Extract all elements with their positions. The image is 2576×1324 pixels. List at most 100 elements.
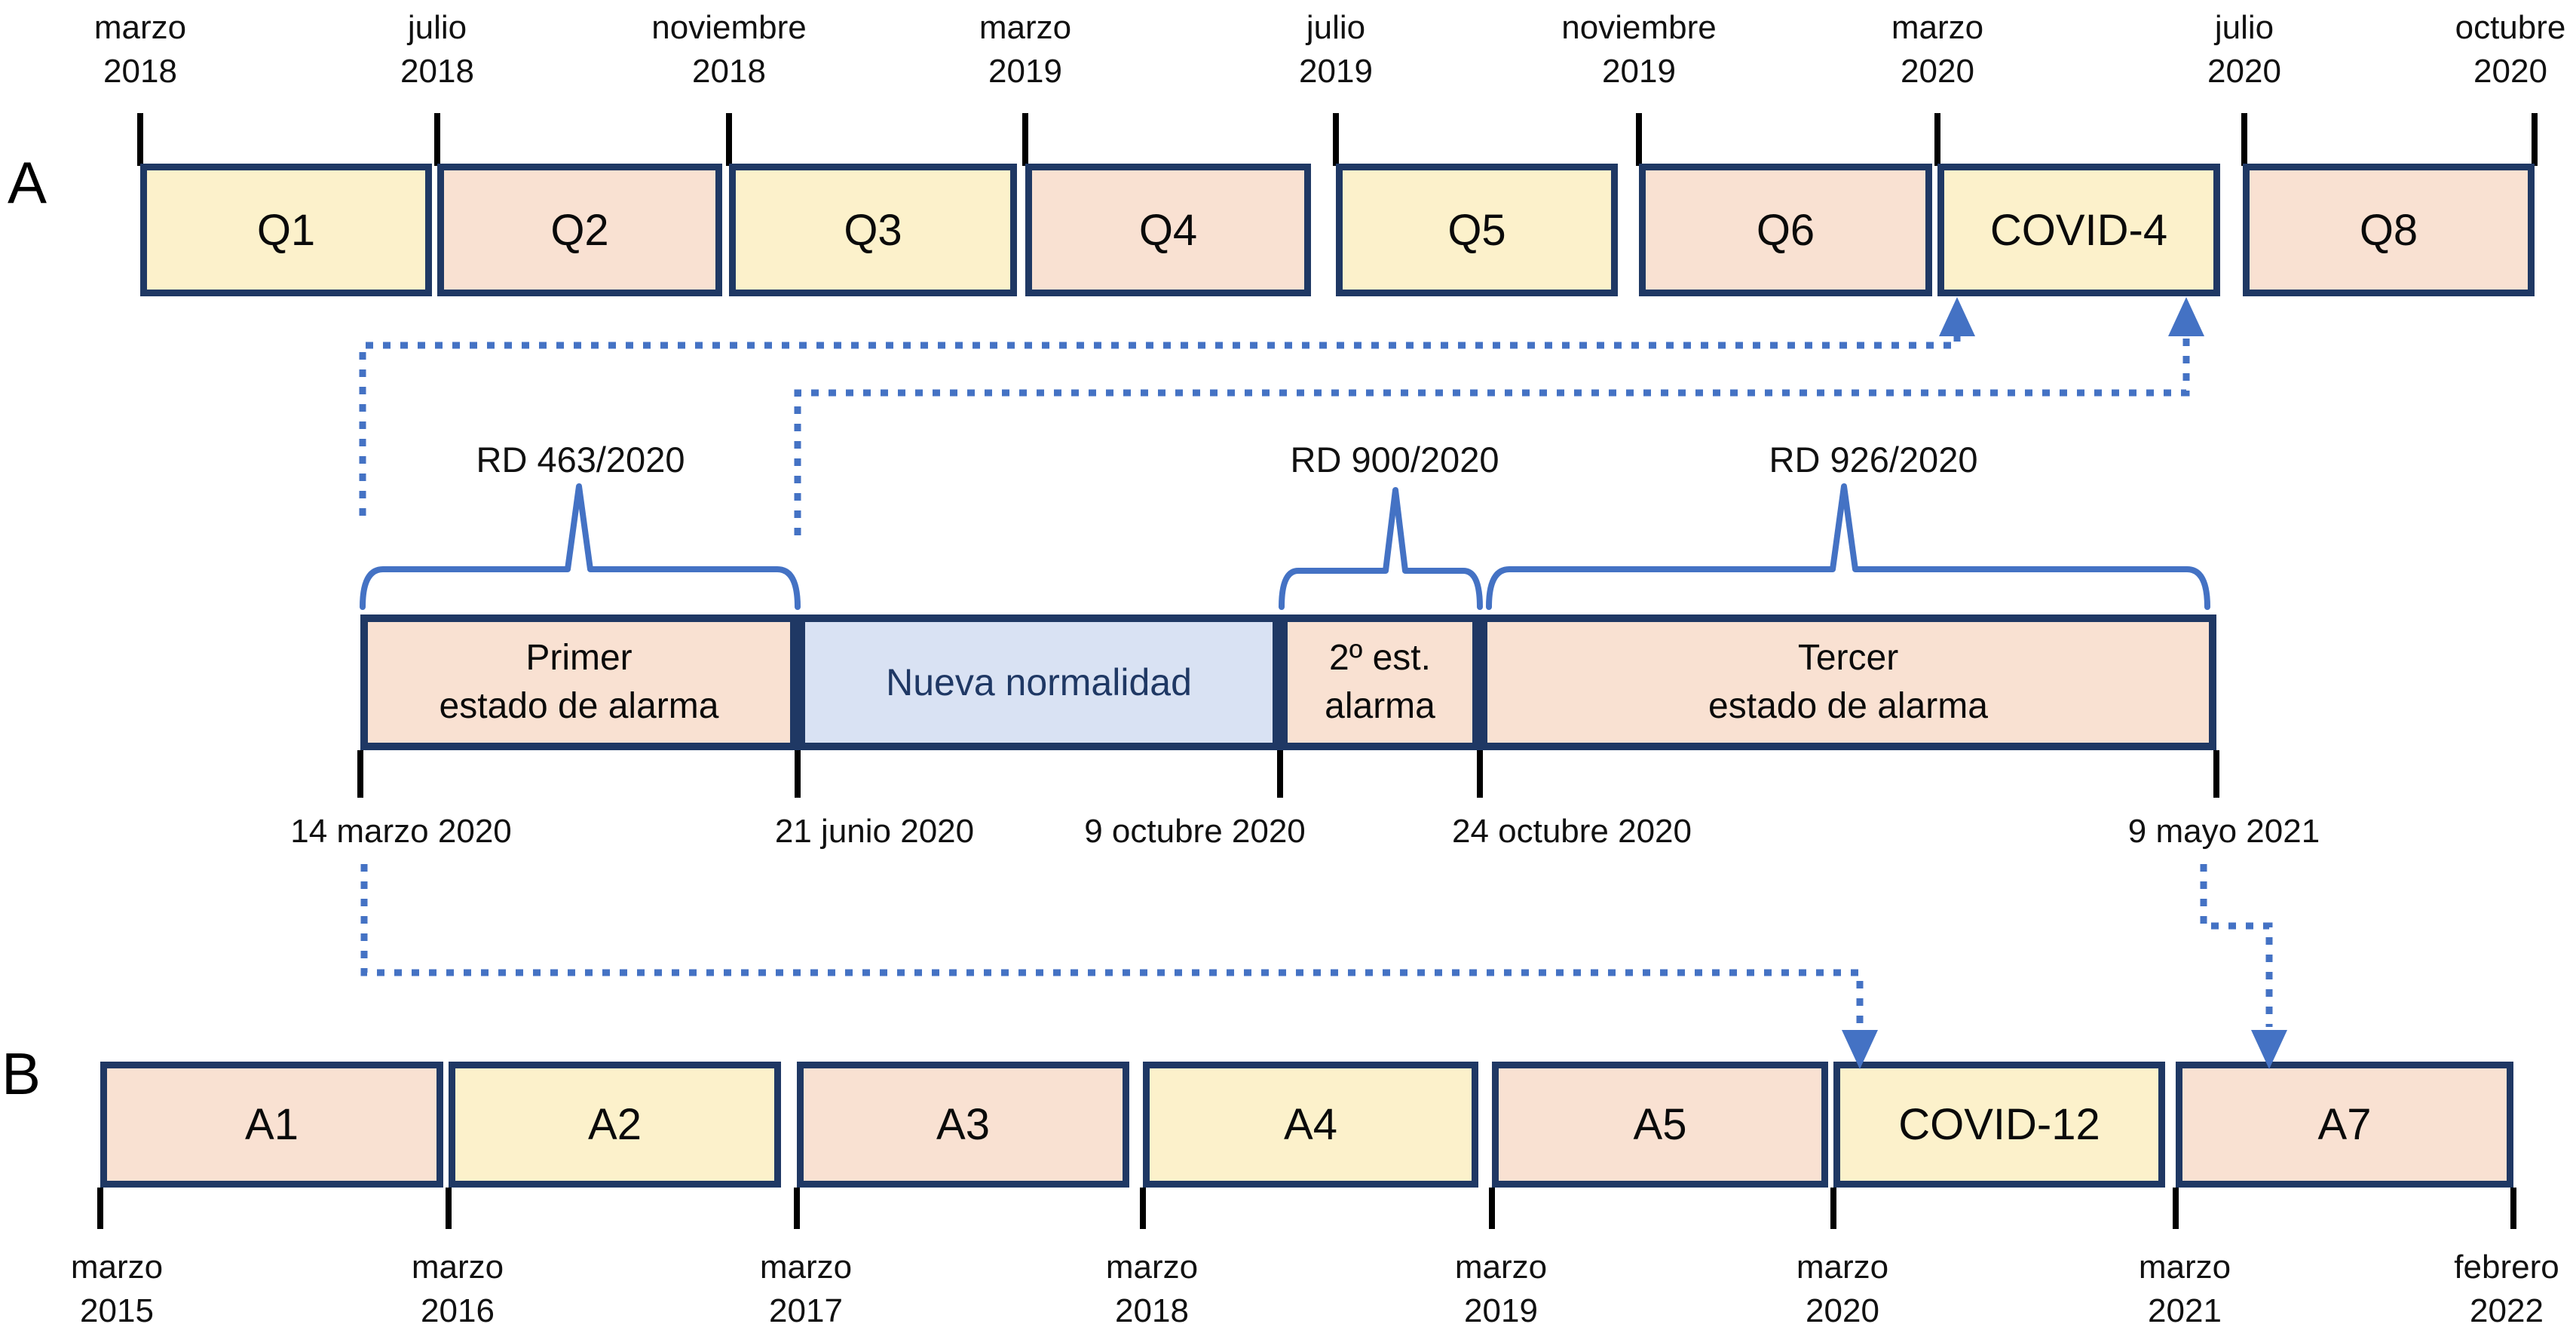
- axis-a-year: 2020: [2473, 53, 2547, 90]
- axis-b-month: marzo: [1454, 1249, 1548, 1286]
- period-box-third-alarm: Tercer estado de alarma: [1480, 614, 2216, 750]
- axis-b-year: 2019: [1464, 1292, 1538, 1324]
- axis-b-date: marzo 2018: [979, 1246, 1325, 1324]
- wave-box-label: Q6: [1756, 205, 1815, 255]
- axis-a-month: julio: [1306, 9, 1366, 46]
- decree-label-rd926: RD 926/2020: [1769, 440, 1978, 480]
- period-box-second-alarm: 2º est. alarma: [1280, 614, 1480, 750]
- wave-box-label: Q3: [844, 205, 902, 255]
- axis-a-month: marzo: [93, 9, 187, 46]
- wave-box-covid4: COVID-4: [1937, 164, 2220, 296]
- axis-a-month: noviembre: [1561, 9, 1717, 46]
- wave-box-label: Q4: [1138, 205, 1198, 255]
- axis-b-month: marzo: [411, 1249, 504, 1286]
- arrowhead-up-icon: [1939, 297, 1975, 336]
- axis-b-month: marzo: [1796, 1249, 1889, 1286]
- wave-box-label: Q1: [256, 205, 316, 255]
- panel-a-label: A: [8, 149, 47, 216]
- tick-mark: [795, 750, 801, 798]
- axis-b-month: marzo: [759, 1249, 853, 1286]
- arrowhead-up-icon: [2168, 297, 2204, 336]
- axis-a-date: julio 2019: [1162, 6, 1509, 93]
- tick-mark: [446, 1188, 452, 1229]
- axis-a-date: marzo 2018: [0, 6, 314, 93]
- tick-mark: [1022, 113, 1028, 166]
- wave-box-label: Q2: [550, 205, 609, 255]
- axis-b-year: 2020: [1806, 1292, 1879, 1324]
- alarm-date-label: 24 octubre 2020: [1451, 813, 1692, 850]
- period-label-line: Nueva normalidad: [886, 661, 1192, 703]
- tick-mark: [1489, 1188, 1495, 1229]
- period-box-first-alarm: Primer estado de alarma: [360, 614, 798, 750]
- period-label-line: Primer: [525, 638, 633, 678]
- tick-mark: [1934, 113, 1940, 166]
- wave-box-q6: Q6: [1639, 164, 1932, 296]
- axis-a-year: 2018: [400, 53, 474, 90]
- panel-b-label: B: [2, 1041, 41, 1107]
- wave-box-a7: A7: [2176, 1062, 2513, 1188]
- wave-box-q2: Q2: [437, 164, 722, 296]
- axis-a-date: marzo 2019: [852, 6, 1199, 93]
- axis-b-date: marzo 2019: [1328, 1246, 1674, 1324]
- tick-mark: [1830, 1188, 1836, 1229]
- wave-box-label: A1: [245, 1100, 299, 1149]
- tick-mark: [137, 113, 143, 166]
- axis-a-date: octubre 2020: [2337, 6, 2576, 93]
- axis-a-month: marzo: [1891, 9, 1984, 46]
- axis-b-month: marzo: [1105, 1249, 1199, 1286]
- wave-box-label: Q5: [1447, 205, 1506, 255]
- brace-rd900: [1279, 487, 1483, 610]
- axis-a-year: 2019: [1299, 53, 1373, 90]
- axis-a-date: julio 2018: [264, 6, 611, 93]
- tick-mark: [794, 1188, 800, 1229]
- wave-box-a3: A3: [797, 1062, 1129, 1188]
- wave-box-a5: A5: [1492, 1062, 1828, 1188]
- dotted-connector-9mayo-to-a7: [2200, 864, 2273, 1027]
- alarm-date-label: 14 marzo 2020: [290, 813, 512, 850]
- tick-mark: [1277, 750, 1283, 798]
- period-label-line: estado de alarma: [1708, 686, 1988, 726]
- wave-box-label: COVID-4: [1989, 205, 2168, 255]
- axis-a-date: noviembre 2019: [1466, 6, 1812, 93]
- axis-b-month: marzo: [2138, 1249, 2231, 1286]
- period-label-line: estado de alarma: [439, 686, 719, 726]
- wave-box-q5: Q5: [1336, 164, 1618, 296]
- tick-mark: [2213, 750, 2219, 798]
- tick-mark: [434, 113, 440, 166]
- axis-b-year: 2018: [1115, 1292, 1189, 1324]
- axis-a-date: marzo 2020: [1764, 6, 2111, 93]
- axis-a-year: 2019: [1602, 53, 1676, 90]
- wave-box-a2: A2: [449, 1062, 781, 1188]
- tick-mark: [2173, 1188, 2179, 1229]
- tick-mark: [1140, 1188, 1146, 1229]
- axis-a-month: octubre: [2455, 9, 2566, 46]
- tick-mark: [1636, 113, 1642, 166]
- tick-mark: [97, 1188, 103, 1229]
- axis-a-year: 2019: [988, 53, 1062, 90]
- brace-rd463: [360, 483, 801, 610]
- axis-a-month: julio: [407, 9, 467, 46]
- axis-a-year: 2020: [1901, 53, 1974, 90]
- axis-a-month: noviembre: [651, 9, 807, 46]
- wave-box-a1: A1: [100, 1062, 443, 1188]
- brace-rd926: [1486, 483, 2210, 610]
- alarm-date-label: 21 junio 2020: [774, 813, 975, 850]
- wave-box-covid12: COVID-12: [1833, 1062, 2165, 1188]
- wave-box-q1: Q1: [140, 164, 432, 296]
- axis-a-month: marzo: [979, 9, 1072, 46]
- axis-b-year: 2021: [2148, 1292, 2222, 1324]
- period-label-line: alarma: [1325, 686, 1435, 726]
- tick-mark: [1333, 113, 1339, 166]
- tick-mark: [357, 750, 363, 798]
- wave-box-label: A4: [1284, 1100, 1337, 1149]
- alarm-date-label: 9 mayo 2021: [2127, 813, 2320, 850]
- dotted-connector-first-alarm-start-to-covid4: [359, 333, 1961, 516]
- alarm-date-label: 9 octubre 2020: [1084, 813, 1306, 850]
- axis-b-year: 2016: [421, 1292, 495, 1324]
- axis-a-year: 2018: [103, 53, 177, 90]
